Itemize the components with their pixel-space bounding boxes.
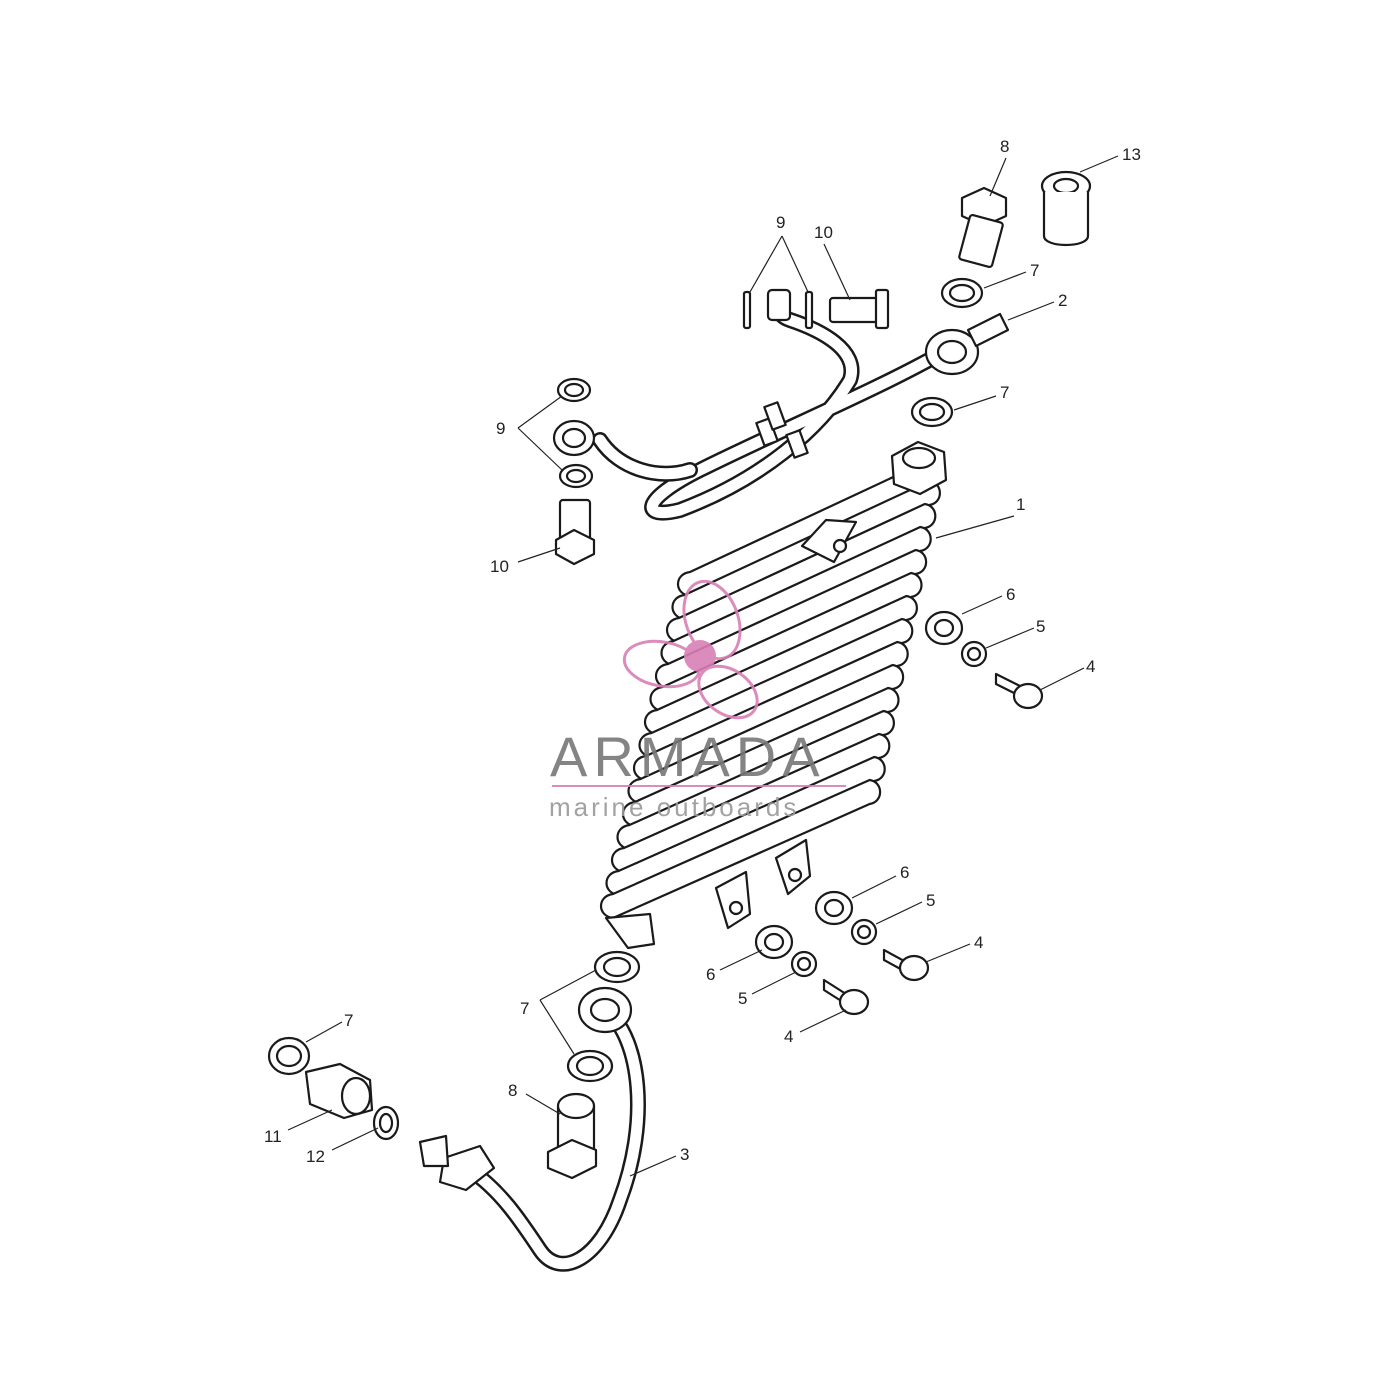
cooler-fin [599, 778, 882, 920]
callout-4: 4 [784, 1027, 793, 1046]
callout-7: 7 [520, 999, 529, 1018]
callout-9: 9 [496, 419, 505, 438]
oil-cooler [599, 440, 948, 950]
callout-1: 1 [1016, 495, 1025, 514]
callout-5: 5 [738, 989, 747, 1008]
callout-4: 4 [1086, 657, 1095, 676]
callout-7: 7 [344, 1011, 353, 1030]
propeller-logo-icon [622, 579, 759, 720]
callout-6: 6 [900, 863, 909, 882]
callout-8: 8 [508, 1081, 517, 1100]
leader-lines [287, 155, 1119, 1177]
callout-12: 12 [306, 1147, 325, 1166]
lower-oil-hose [418, 986, 646, 1272]
callout-4: 4 [974, 933, 983, 952]
watermark-tagline: marine outboards [549, 792, 799, 822]
callout-2: 2 [1058, 291, 1067, 310]
fasteners [267, 170, 1092, 1180]
callout-8: 8 [1000, 137, 1009, 156]
callout-labels: 1 2 3 4 4 4 5 5 5 6 6 6 7 7 7 7 8 8 9 9 … [264, 137, 1141, 1166]
upper-oil-hose [552, 288, 1010, 521]
callout-9: 9 [776, 213, 785, 232]
callout-10: 10 [490, 557, 509, 576]
watermark-brand: ARMADA [550, 725, 826, 788]
armada-watermark: ARMADA marine outboards [549, 579, 846, 822]
callout-10: 10 [814, 223, 833, 242]
callout-11: 11 [264, 1127, 282, 1146]
callout-5: 5 [926, 891, 935, 910]
callout-5: 5 [1036, 617, 1045, 636]
callout-3: 3 [680, 1145, 689, 1164]
callout-6: 6 [1006, 585, 1015, 604]
callout-7: 7 [1030, 261, 1039, 280]
callout-6: 6 [706, 965, 715, 984]
callout-13: 13 [1122, 145, 1141, 164]
callout-7: 7 [1000, 383, 1009, 402]
